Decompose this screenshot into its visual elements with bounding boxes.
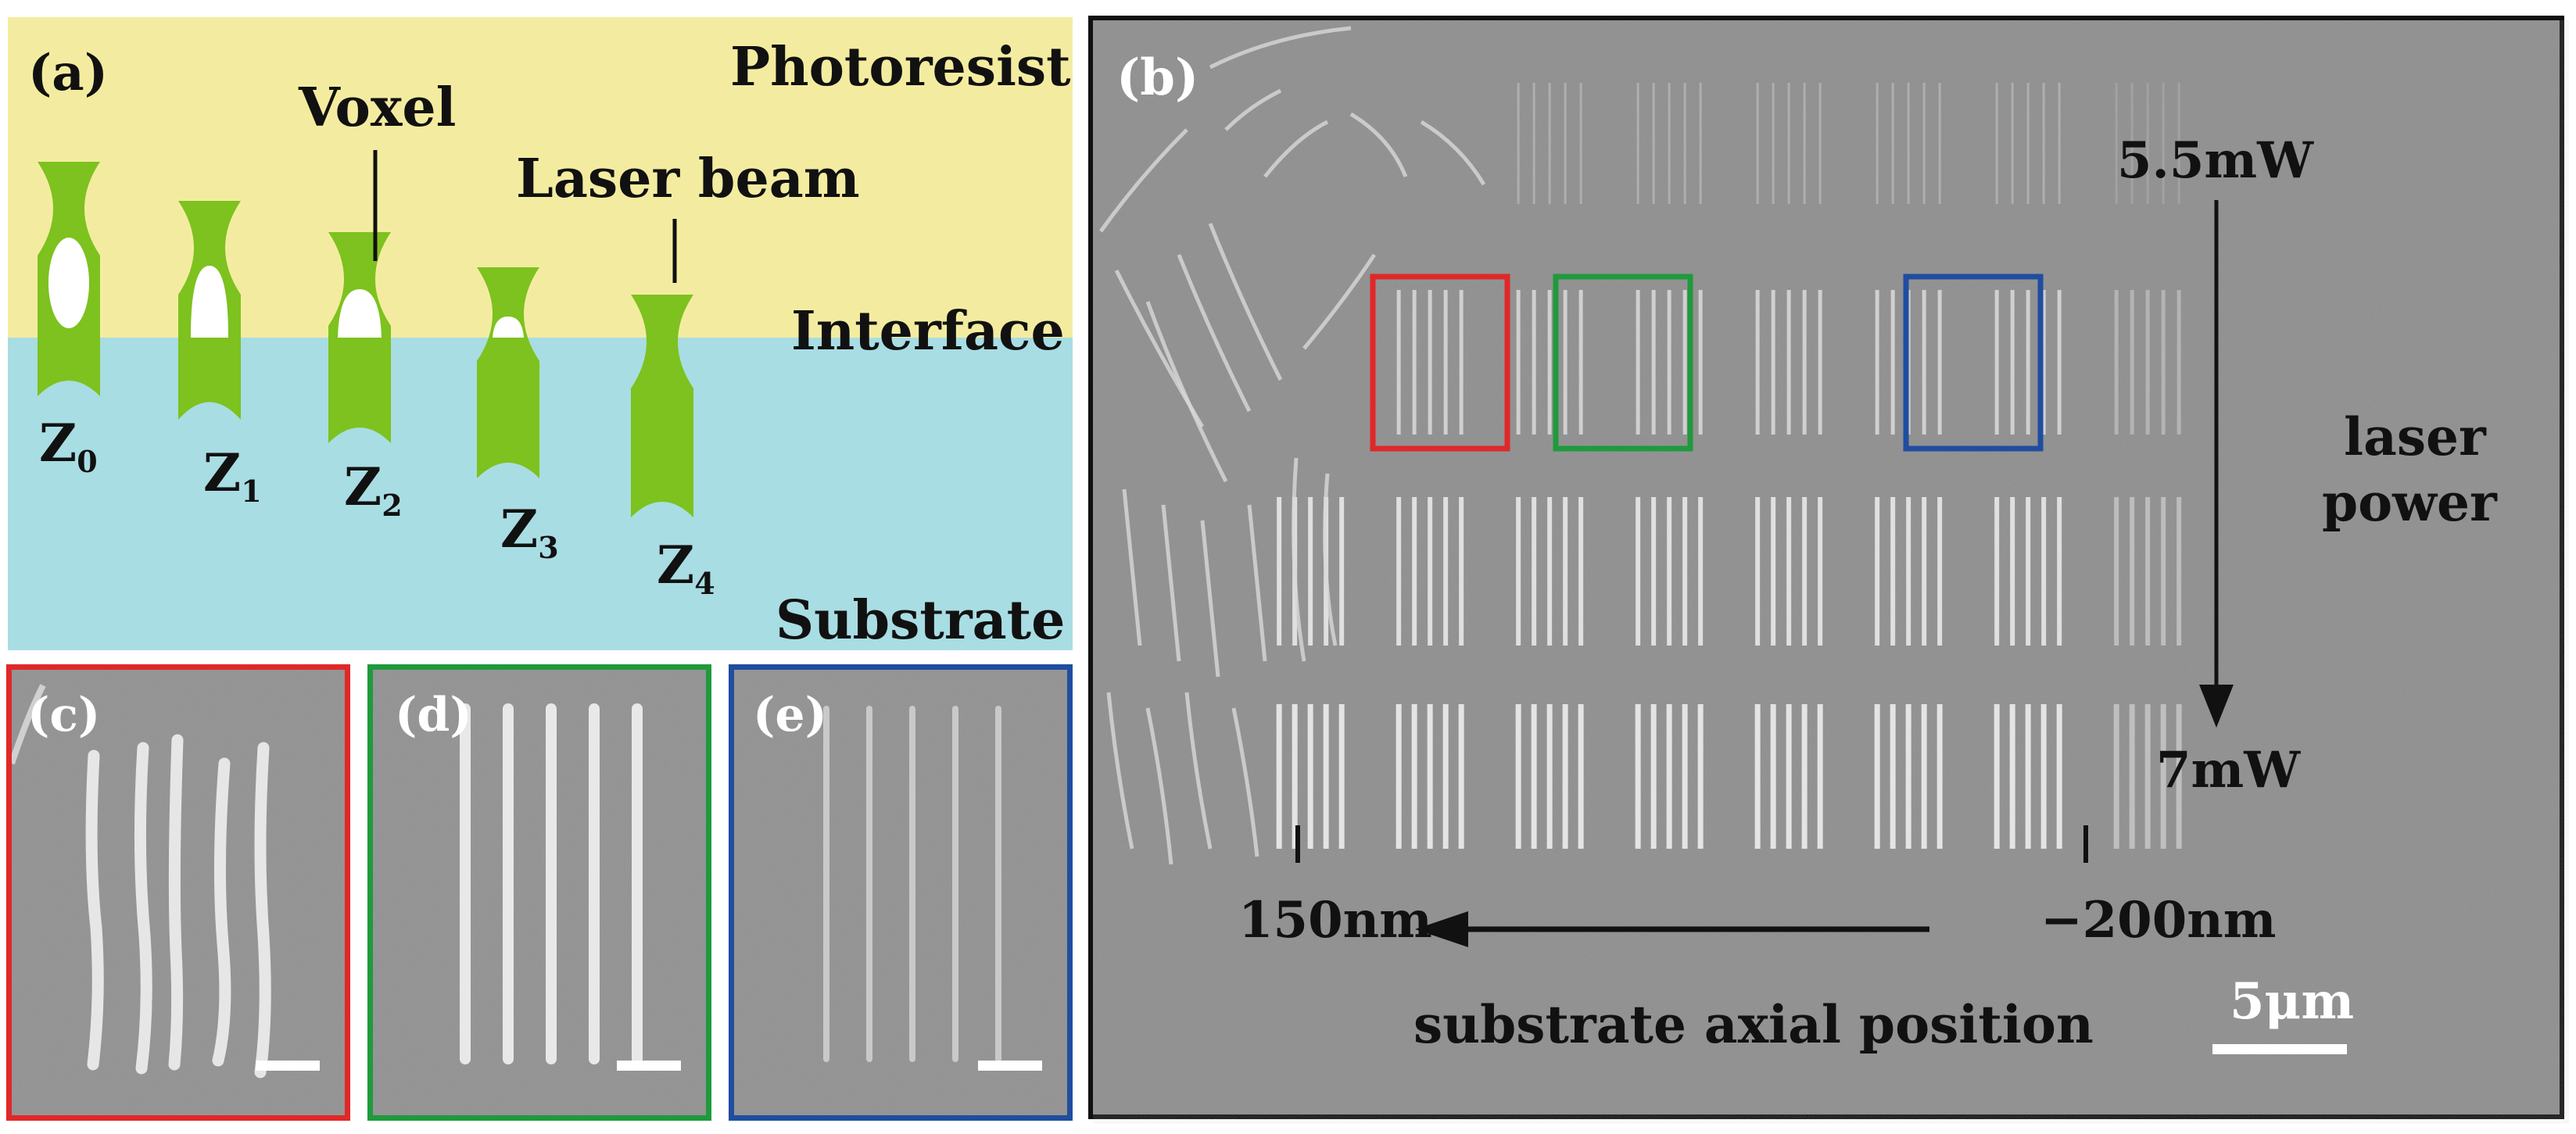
debris-fiber [1177,254,1252,413]
debris-fiber [1122,488,1142,646]
z4-label: Z4 [657,535,715,602]
panel-a-diagram [8,17,1073,650]
debris-fiber [1231,707,1259,857]
panel-c-sem-image [12,670,345,1115]
scale-bar-d [617,1061,681,1071]
panel-d-sem-image [373,670,706,1115]
scale-bar-e [978,1061,1042,1071]
blue-highlight-box [1903,274,2044,452]
panel-e-sem-image [734,670,1067,1115]
laser-beam-z4 [631,295,693,517]
debris-fiber [1200,520,1220,678]
debris-fiber [1209,26,1352,70]
debris-fiber [1098,128,1188,233]
z2-label: Z2 [344,456,403,524]
debris-fiber [1302,253,1377,350]
z3-label: Z3 [500,499,559,566]
scale-bar-c [256,1061,320,1071]
power-axis-label-line1: laser [2344,406,2486,467]
debris-fiber [1208,223,1283,381]
line-arrays [1276,83,2182,849]
panel-c-label: (c) [27,688,101,742]
debris-fiber [1145,301,1228,483]
debris-fibers [1098,26,1486,865]
debris-fiber [1224,88,1282,131]
red-highlight-box [1370,274,1510,452]
debris-fiber [1263,120,1329,178]
scale-bar-label: 5μm [2230,972,2355,1031]
line-c-4 [212,757,231,1067]
voxel-z1 [191,266,228,338]
debris-fiber [1292,457,1306,662]
line-c-3 [168,734,184,1071]
laser-beam-z3 [477,267,539,478]
panel-a-label: (a) [28,44,109,102]
power-end-label: 7mW [2156,741,2301,800]
voxel-z0 [48,238,89,328]
power-arrow-head [2199,685,2234,728]
side-fiber-c [12,684,46,765]
voxel-label: Voxel [299,77,457,139]
position-end-label: −200nm [2040,891,2277,950]
debris-fiber [1247,504,1267,662]
panel-c: (c) [6,664,350,1121]
line-c-1 [85,749,104,1071]
debris-fiber [1349,112,1408,177]
laser-beam-label: Laser beam [516,148,860,210]
power-axis-label-line2: power [2322,472,2497,533]
voxel-z3 [493,317,524,338]
panel-e-label: (e) [753,688,827,742]
panel-d: (d) [367,664,711,1121]
line-c-2 [134,742,152,1075]
substrate-label: Substrate [776,589,1066,652]
z1-label: Z1 [203,442,262,510]
scale-bar [2212,1044,2347,1054]
power-start-label: 5.5mW [2117,131,2313,190]
z0-label: Z0 [39,413,98,480]
panel-e: (e) [729,664,1073,1121]
panel-a: (a) Photoresist Voxel Laser beam Interfa… [8,17,1073,650]
photoresist-label: Photoresist [730,36,1071,98]
green-highlight-box [1553,274,1693,452]
debris-fiber [1161,504,1181,662]
panel-b-sem-image [1093,20,2569,1124]
debris-fiber [1420,120,1486,186]
debris-fiber [1323,473,1338,646]
interface-label: Interface [791,300,1065,363]
debris-fiber [1145,707,1173,865]
line-c-5 [254,742,271,1079]
voxel-z2 [338,289,382,338]
panel-d-label: (d) [395,688,472,742]
debris-fiber [1184,692,1213,850]
debris-fiber [1106,692,1134,850]
position-axis-label: substrate axial position [1413,994,2094,1055]
panel-b: (b) 5.5mW laser power 7mW 150nm −200nm s… [1088,16,2569,1124]
position-arrow-head [1415,911,1468,947]
panel-b-label: (b) [1116,48,1199,107]
position-start-label: 150nm [1238,891,1432,950]
